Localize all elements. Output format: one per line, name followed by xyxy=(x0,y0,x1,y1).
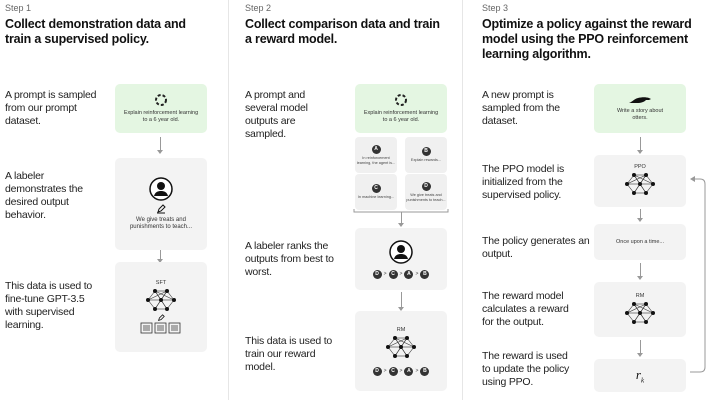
output-card-C: C In machine learning... xyxy=(355,174,397,210)
output-id-badge: D xyxy=(421,181,431,191)
neural-network-icon xyxy=(625,173,655,195)
model-label: RM xyxy=(635,292,645,299)
greater-than: > xyxy=(399,368,403,374)
greater-than: > xyxy=(415,271,419,277)
step-desc: A prompt is sampled from our prompt data… xyxy=(5,89,97,127)
reward-box: rk xyxy=(594,359,686,392)
rank-badge: D xyxy=(372,366,382,376)
step1-column: Step 1 Collect demonstration data and tr… xyxy=(0,0,228,407)
step-title: Collect comparison data and train a rewa… xyxy=(245,17,440,46)
output-text: We give treats and punishments to teach.… xyxy=(406,192,446,202)
arrow xyxy=(637,209,643,222)
otter-icon xyxy=(629,97,651,103)
rank-badge: C xyxy=(388,366,398,376)
pencil-icon xyxy=(157,314,165,322)
neural-network-icon xyxy=(146,289,176,311)
step3-column: Step 3 Optimize a policy against the rew… xyxy=(462,0,720,407)
arrow xyxy=(637,137,643,154)
model-label: RM xyxy=(396,326,406,333)
step-desc: The reward model calculates a reward for… xyxy=(482,290,569,328)
arrow xyxy=(157,250,163,263)
demo-text: We give treats and punishments to teach.… xyxy=(129,217,193,230)
labeler-box: We give treats and punishments to teach.… xyxy=(115,158,207,250)
documents-icon xyxy=(140,322,181,334)
model-label: PPO xyxy=(634,164,646,170)
greater-than: > xyxy=(383,271,387,277)
prompt-text: Write a story about otters. xyxy=(616,108,664,121)
prompt-box: Explain reinforcement learning to a 6 ye… xyxy=(115,84,207,133)
step-label: Step 2 xyxy=(245,3,272,13)
arrow xyxy=(157,137,163,154)
step-desc: This data is used to fine-tune GPT-3.5 w… xyxy=(5,280,93,331)
neural-network-icon xyxy=(386,335,416,358)
feedback-loop-arrow xyxy=(690,176,706,373)
prompt-box: Explain reinforcement learning to a 6 ye… xyxy=(355,84,447,133)
output-id-badge: B xyxy=(421,147,431,156)
prompt-dataset-icon xyxy=(395,94,407,106)
sft-model-box: SFT xyxy=(115,262,207,352)
step-desc: The policy generates an output. xyxy=(482,235,590,260)
labeler-icon xyxy=(389,239,413,264)
arrow xyxy=(398,212,404,227)
arrow xyxy=(637,263,643,280)
step-desc: A new prompt is sampled from the dataset… xyxy=(482,89,560,127)
step-desc: A labeler ranks the outputs from best to… xyxy=(245,240,334,278)
divider xyxy=(462,0,463,400)
step-title: Collect demonstration data and train a s… xyxy=(5,17,186,46)
step-title: Optimize a policy against the reward mod… xyxy=(482,17,692,61)
arrow xyxy=(398,292,404,311)
pencil-icon xyxy=(157,204,166,214)
output-id-badge: A xyxy=(371,144,381,154)
rank-badge: C xyxy=(388,269,398,279)
ranking: D>C>A>B xyxy=(372,269,430,279)
arrow xyxy=(637,340,643,357)
step-label: Step 3 xyxy=(482,3,509,13)
step-desc: A labeler demonstrates the desired outpu… xyxy=(5,170,83,221)
greater-than: > xyxy=(415,368,419,374)
step2-column: Step 2 Collect comparison data and train… xyxy=(228,0,462,407)
rank-badge: A xyxy=(404,269,414,279)
rank-badge: D xyxy=(372,269,382,279)
prompt-dataset-icon xyxy=(155,94,167,106)
labeler-box: D>C>A>B xyxy=(355,228,447,290)
rank-badge: B xyxy=(420,366,430,376)
prompt-text: Explain reinforcement learning to a 6 ye… xyxy=(123,110,199,123)
step-desc: A prompt and several model outputs are s… xyxy=(245,89,308,140)
rm-model-box: RM D>C>A>B xyxy=(355,311,447,391)
prompt-box: Write a story about otters. xyxy=(594,84,686,133)
output-text: In machine learning... xyxy=(357,195,395,199)
rm-model-box: RM xyxy=(594,282,686,337)
output-id-badge: C xyxy=(371,184,381,193)
output-text: In reinforcement learning, the agent is.… xyxy=(356,155,396,165)
step-label: Step 1 xyxy=(5,3,32,13)
output-card-B: B Explain rewards... xyxy=(405,137,447,173)
step-desc: The reward is used to update the policy … xyxy=(482,350,570,388)
step-desc: This data is used to train our reward mo… xyxy=(245,335,333,373)
output-box: Once upon a time... xyxy=(594,224,686,260)
step-desc: The PPO model is initialized from the su… xyxy=(482,163,564,201)
ppo-model-box: PPO xyxy=(594,155,686,207)
greater-than: > xyxy=(399,271,403,277)
greater-than: > xyxy=(383,368,387,374)
output-text: Explain rewards... xyxy=(410,158,442,162)
reward-symbol: rk xyxy=(635,366,645,385)
rank-badge: B xyxy=(420,269,430,279)
prompt-text: Explain reinforcement learning to a 6 ye… xyxy=(363,110,439,123)
model-label: SFT xyxy=(155,280,167,286)
labeler-icon xyxy=(149,177,173,201)
output-text: Once upon a time... xyxy=(616,238,664,245)
ranking: D>C>A>B xyxy=(372,366,430,376)
divider xyxy=(228,0,229,400)
rank-badge: A xyxy=(404,366,414,376)
neural-network-icon xyxy=(625,301,655,324)
